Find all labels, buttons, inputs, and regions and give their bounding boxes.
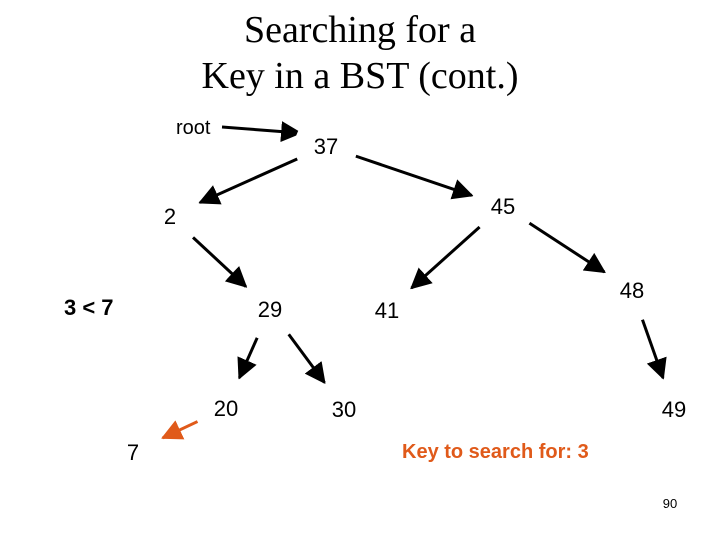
node-label: 48 — [620, 278, 644, 303]
node-label: 7 — [127, 440, 139, 465]
tree-node-48: 48 — [600, 258, 664, 322]
node-label: 20 — [214, 396, 238, 421]
node-circle — [138, 184, 202, 248]
node-circle — [355, 278, 419, 342]
edge-37-to-2 — [198, 157, 299, 205]
node-circle — [294, 114, 358, 178]
node-label: 29 — [258, 297, 282, 322]
tree-node-7: 7 — [101, 420, 165, 484]
edge-29-to-30 — [287, 333, 326, 385]
tree-node-29: 29 — [238, 277, 302, 341]
edge-45-to-41 — [410, 225, 481, 290]
tree-node-2: 2 — [138, 184, 202, 248]
title-line-2: Key in a BST (cont.) — [201, 55, 519, 97]
root-label: root — [176, 117, 211, 139]
node-circle — [642, 377, 706, 441]
node-circle — [194, 376, 258, 440]
node-label: 30 — [332, 397, 356, 422]
node-circle — [312, 377, 376, 441]
node-circle — [238, 277, 302, 341]
edge-48-to-49 — [640, 318, 667, 380]
node-circle — [471, 174, 535, 238]
edge-37-to-45 — [354, 154, 474, 200]
edge-20-to-7-highlighted — [160, 419, 199, 440]
key-to-search-label: Key to search for: 3 — [402, 441, 589, 463]
edge-45-to-48 — [528, 221, 607, 274]
comparison-label: 3 < 7 — [64, 295, 114, 320]
tree-node-20: 20 — [194, 376, 258, 440]
root-pointer-arrow — [221, 121, 303, 143]
tree-node-37: 37 — [294, 114, 358, 178]
node-circle — [101, 420, 165, 484]
node-label: 2 — [164, 204, 176, 229]
node-label: 49 — [662, 397, 686, 422]
node-label: 45 — [491, 194, 515, 219]
node-circle — [600, 258, 664, 322]
slide-number: 90 — [662, 496, 678, 511]
tree-node-49: 49 — [642, 377, 706, 441]
tree-node-41: 41 — [355, 278, 419, 342]
tree-node-30: 30 — [312, 377, 376, 441]
title-line-1: Searching for a — [243, 9, 477, 51]
edge-2-to-29 — [191, 236, 248, 288]
tree-node-45: 45 — [471, 174, 535, 238]
edge-29-to-20 — [237, 336, 259, 380]
node-label: 41 — [375, 298, 399, 323]
node-label: 37 — [314, 134, 338, 159]
